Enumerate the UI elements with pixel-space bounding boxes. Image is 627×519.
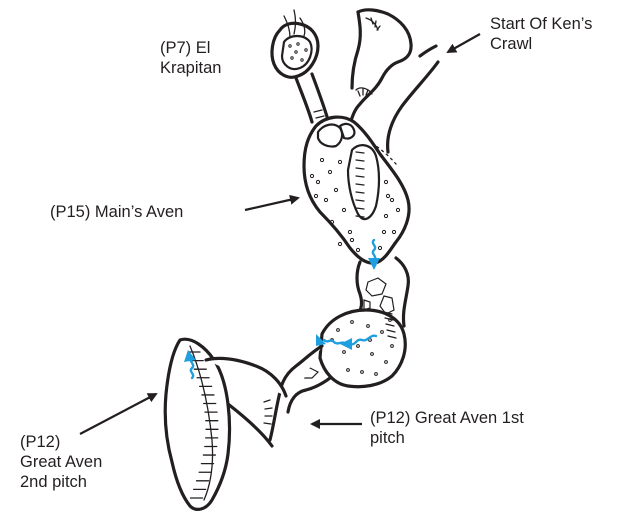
- label-el-krapitan: (P7) El Krapitan: [160, 38, 221, 78]
- kens-crawl-pointer-arrow: [448, 34, 480, 52]
- label-great-aven-2nd-line-2: Great Aven: [20, 452, 102, 472]
- label-mains-aven-line-1: (P15) Main’s Aven: [50, 202, 183, 222]
- mains-aven-pointer-arrow: [245, 198, 298, 210]
- label-kens-crawl: Start Of Ken’s Crawl: [490, 14, 592, 54]
- label-great-aven-2nd-line-1: (P12): [20, 432, 102, 452]
- label-great-aven-2nd-pitch: (P12) Great Aven 2nd pitch: [20, 432, 102, 492]
- label-great-aven-1st-line-2: pitch: [370, 428, 524, 448]
- rubble-dot: [338, 242, 341, 245]
- label-great-aven-1st-pitch: (P12) Great Aven 1st pitch: [370, 408, 524, 448]
- label-el-krapitan-line-1: (P7) El: [160, 38, 221, 58]
- great-aven-2nd-pitch-chamber: [165, 339, 286, 509]
- great-aven-2nd-pointer-arrow: [80, 394, 156, 434]
- label-great-aven-1st-line-1: (P12) Great Aven 1st: [370, 408, 524, 428]
- label-el-krapitan-line-2: Krapitan: [160, 58, 221, 78]
- el-krapitan-shaft: [272, 10, 328, 124]
- label-kens-crawl-line-2: Crawl: [490, 34, 592, 54]
- label-kens-crawl-line-1: Start Of Ken’s: [490, 14, 592, 34]
- label-mains-aven: (P15) Main’s Aven: [50, 202, 183, 222]
- label-great-aven-2nd-line-3: 2nd pitch: [20, 472, 102, 492]
